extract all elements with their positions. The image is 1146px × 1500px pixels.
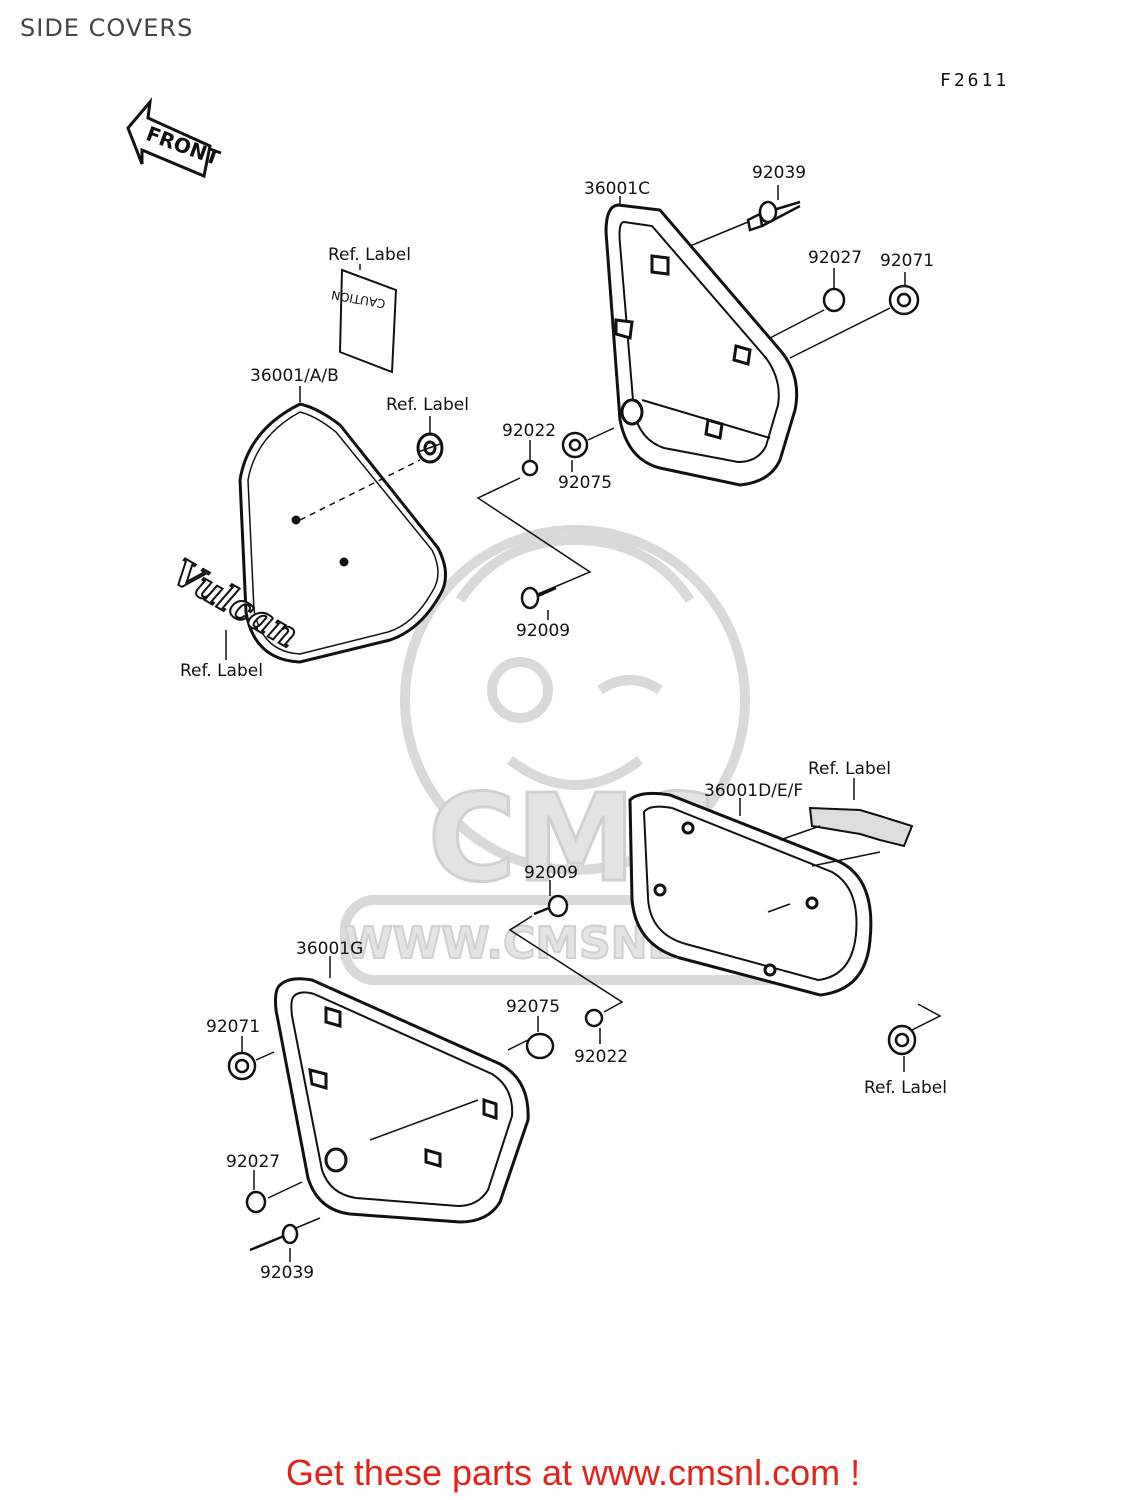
collar-92027-bot bbox=[245, 1190, 267, 1214]
grommet-92071-top bbox=[888, 284, 920, 316]
label-92071-top: 92071 bbox=[880, 251, 934, 271]
damper-92075-bot bbox=[525, 1032, 555, 1060]
label-ref-caution: Ref. Label bbox=[328, 245, 411, 265]
screw-92009-mid bbox=[533, 894, 569, 918]
label-92009-top: 92009 bbox=[516, 621, 570, 641]
front-arrow-icon bbox=[126, 97, 212, 179]
watermark-mouth bbox=[506, 756, 644, 790]
side-cover-36001C bbox=[604, 203, 799, 487]
screw-92039-top bbox=[746, 200, 801, 232]
grommet-92071-bot bbox=[227, 1051, 257, 1081]
label-92027-bot: 92027 bbox=[226, 1152, 280, 1172]
side-cover-36001AB bbox=[238, 402, 447, 664]
label-92022-top: 92022 bbox=[502, 421, 556, 441]
damper-92075-top bbox=[561, 431, 589, 459]
side-cover-36001G bbox=[274, 977, 530, 1224]
washer-92022-top bbox=[521, 459, 539, 477]
label-ref-emblem: Ref. Label bbox=[808, 759, 891, 779]
watermark-eye-right bbox=[597, 675, 663, 695]
page-title: SIDE COVERS bbox=[20, 14, 194, 42]
label-36001AB: 36001/A/B bbox=[250, 366, 339, 386]
watermark-eye-left bbox=[487, 657, 553, 723]
side-cover-36001DEF bbox=[628, 791, 873, 997]
label-ref-grommet: Ref. Label bbox=[386, 395, 469, 415]
watermark-mascot-head bbox=[400, 525, 750, 875]
emblem-ref-label bbox=[808, 806, 914, 848]
parts-diagram: CMS WWW.CMSNL.COM FRONT CAUTION Vulcan bbox=[126, 97, 947, 1283]
label-92022-bot: 92022 bbox=[574, 1047, 628, 1067]
collar-92027-top bbox=[822, 287, 846, 313]
front-arrow: FRONT bbox=[126, 97, 223, 179]
label-92075-bot: 92075 bbox=[506, 997, 560, 1017]
figure-code: F2611 bbox=[940, 70, 1010, 91]
leader-lines bbox=[225, 185, 942, 1262]
label-36001DEF: 36001D/E/F bbox=[704, 781, 803, 801]
caution-decal: CAUTION bbox=[330, 268, 398, 374]
watermark-mascot-hat bbox=[455, 534, 695, 603]
screw-92009-top bbox=[520, 586, 557, 610]
label-92009-mid: 92009 bbox=[524, 863, 578, 883]
label-ref-vulcan: Ref. Label bbox=[180, 661, 263, 681]
label-36001C: 36001C bbox=[584, 179, 650, 199]
label-ref-bottom: Ref. Label bbox=[864, 1078, 947, 1098]
label-92039-bot: 92039 bbox=[260, 1263, 314, 1283]
grommet-ref-bottom bbox=[887, 1024, 917, 1056]
label-92039-top: 92039 bbox=[752, 163, 806, 183]
label-36001G: 36001G bbox=[296, 939, 363, 959]
washer-92022-bot bbox=[584, 1008, 604, 1028]
label-92027-top: 92027 bbox=[808, 248, 862, 268]
label-92075-top: 92075 bbox=[558, 473, 612, 493]
footer-cta: Get these parts at www.cmsnl.com ! bbox=[285, 1452, 861, 1493]
label-92071-bot: 92071 bbox=[206, 1017, 260, 1037]
screw-92039-bot bbox=[249, 1223, 299, 1252]
